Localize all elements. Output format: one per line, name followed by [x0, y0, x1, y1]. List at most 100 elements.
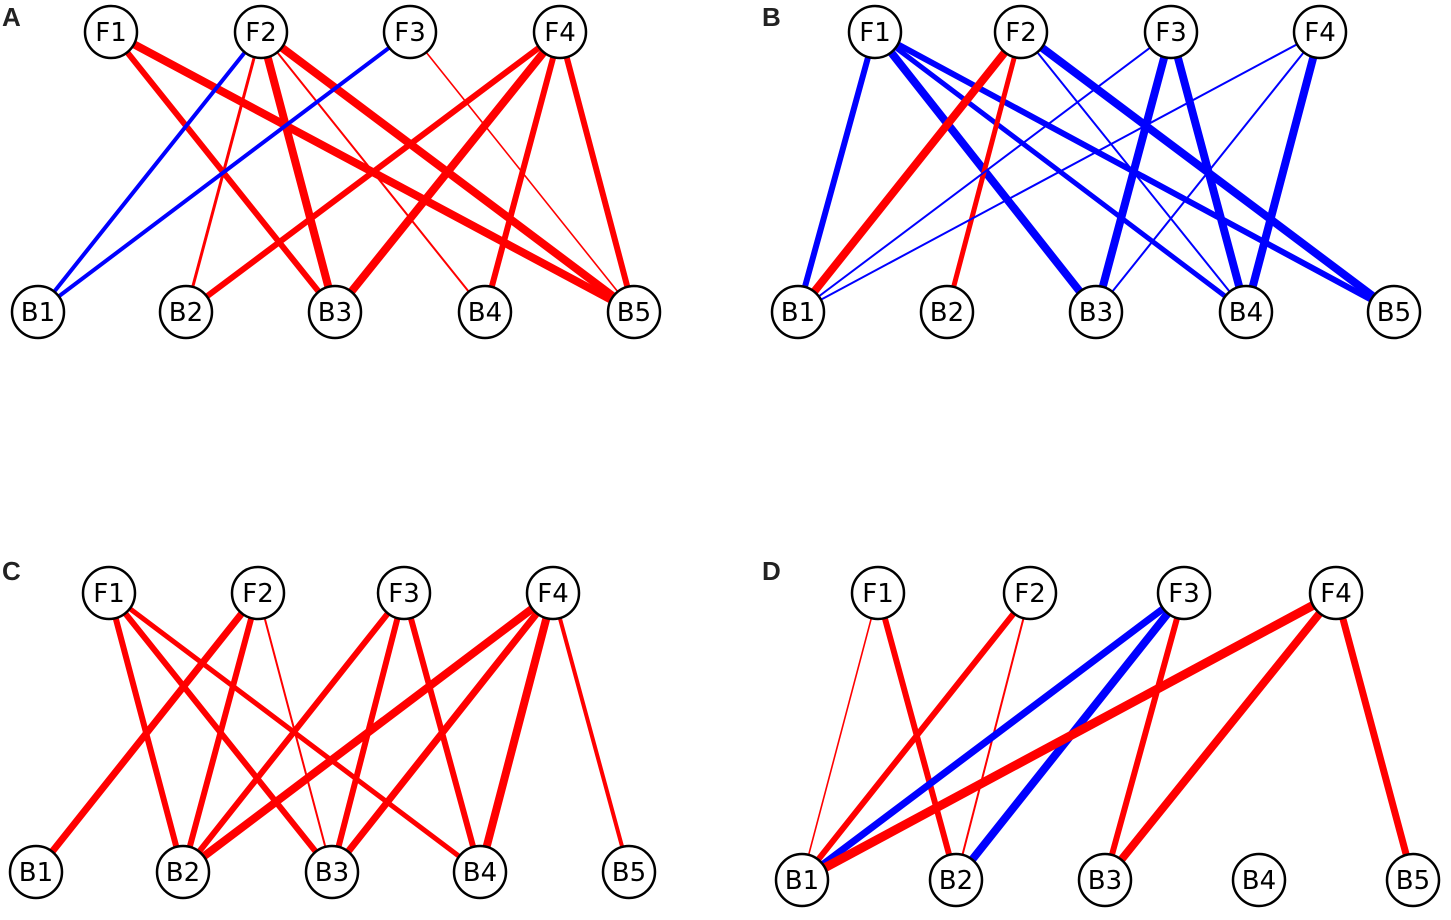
node-b5: B5 — [601, 844, 657, 900]
node-label: B5 — [1396, 866, 1430, 896]
node-label: B2 — [166, 858, 200, 888]
node-f3: F3 — [376, 565, 432, 621]
node-f1: F1 — [83, 4, 139, 60]
edge-f4-b3 — [329, 590, 556, 875]
node-label: B5 — [612, 858, 646, 888]
node-f4: F4 — [1308, 565, 1364, 621]
node-circle — [525, 565, 581, 621]
panel-label-d: D — [762, 556, 781, 586]
node-circle — [1002, 565, 1058, 621]
node-circle — [155, 844, 211, 900]
edge-f2-b2 — [180, 592, 261, 873]
node-label: B5 — [617, 298, 651, 328]
node-label: B2 — [939, 866, 973, 896]
node-circle — [850, 565, 906, 621]
node-circle — [83, 4, 139, 60]
edge-f4-b5 — [557, 31, 637, 313]
edge-f1-b1 — [801, 592, 879, 881]
node-circle — [847, 4, 903, 60]
node-circle — [928, 852, 984, 908]
edge-f4-b5 — [551, 592, 631, 873]
node-label: B1 — [781, 298, 815, 328]
node-circle — [158, 284, 214, 340]
node-b4: B4 — [457, 284, 513, 340]
node-circle — [382, 4, 438, 60]
edge-f4-b4 — [482, 31, 563, 313]
node-circle — [1308, 565, 1364, 621]
node-f4: F4 — [525, 565, 581, 621]
node-b2: B2 — [155, 844, 211, 900]
edge-f3-b1 — [799, 590, 1187, 883]
node-circle — [1218, 284, 1274, 340]
node-circle — [1143, 4, 1199, 60]
node-label: F2 — [242, 579, 274, 609]
node-b2: B2 — [158, 284, 214, 340]
node-circle — [774, 852, 830, 908]
node-label: F4 — [1304, 18, 1336, 48]
node-f1: F1 — [81, 565, 137, 621]
node-circle — [1366, 284, 1422, 340]
node-label: B3 — [1079, 298, 1113, 328]
edges — [36, 28, 637, 316]
node-label: B5 — [1377, 298, 1411, 328]
node-circle — [1068, 284, 1124, 340]
node-label: B2 — [930, 298, 964, 328]
edge-f4-b3 — [1095, 31, 1321, 313]
edge-f3-b3 — [1102, 592, 1187, 881]
node-circle — [304, 844, 360, 900]
edges — [794, 28, 1397, 316]
node-f3: F3 — [1156, 565, 1212, 621]
node-label: B3 — [1088, 866, 1122, 896]
node-label: B3 — [318, 298, 352, 328]
node-f2: F2 — [1002, 565, 1058, 621]
node-f1: F1 — [850, 565, 906, 621]
node-label: F4 — [537, 579, 569, 609]
edge-f2-b1 — [799, 591, 1033, 882]
node-f3: F3 — [382, 4, 438, 60]
node-f4: F4 — [1292, 4, 1348, 60]
edge-f4-b1 — [797, 31, 1321, 313]
node-circle — [770, 284, 826, 340]
node-label: F1 — [95, 18, 127, 48]
node-circle — [1231, 852, 1287, 908]
edge-f2-b1 — [794, 29, 1025, 315]
node-label: B4 — [468, 298, 502, 328]
edges — [33, 589, 631, 876]
node-label: B1 — [21, 298, 55, 328]
node-label: B2 — [169, 298, 203, 328]
node-b2: B2 — [928, 852, 984, 908]
edge-f4-b3 — [331, 29, 564, 315]
node-b1: B1 — [774, 852, 830, 908]
node-circle — [452, 844, 508, 900]
node-b5: B5 — [1385, 852, 1441, 908]
node-circle — [10, 284, 66, 340]
node-b3: B3 — [1077, 852, 1133, 908]
node-b2: B2 — [919, 284, 975, 340]
node-circle — [230, 565, 286, 621]
node-label: F3 — [394, 18, 426, 48]
node-circle — [376, 565, 432, 621]
node-b1: B1 — [770, 284, 826, 340]
node-b3: B3 — [304, 844, 360, 900]
edge-f4-b4 — [476, 591, 557, 874]
node-label: F2 — [1005, 18, 1037, 48]
edge-f3-b1 — [36, 30, 412, 314]
node-b4: B4 — [1231, 852, 1287, 908]
node-circle — [457, 284, 513, 340]
node-f4: F4 — [532, 4, 588, 60]
edge-f3-b3 — [1092, 30, 1175, 314]
edge-f2-b1 — [36, 30, 263, 314]
node-label: F3 — [388, 579, 420, 609]
edge-f2-b3 — [257, 30, 339, 314]
node-circle — [532, 4, 588, 60]
node-label: F1 — [93, 579, 125, 609]
node-label: B3 — [315, 858, 349, 888]
node-label: F2 — [1014, 579, 1046, 609]
node-b4: B4 — [452, 844, 508, 900]
